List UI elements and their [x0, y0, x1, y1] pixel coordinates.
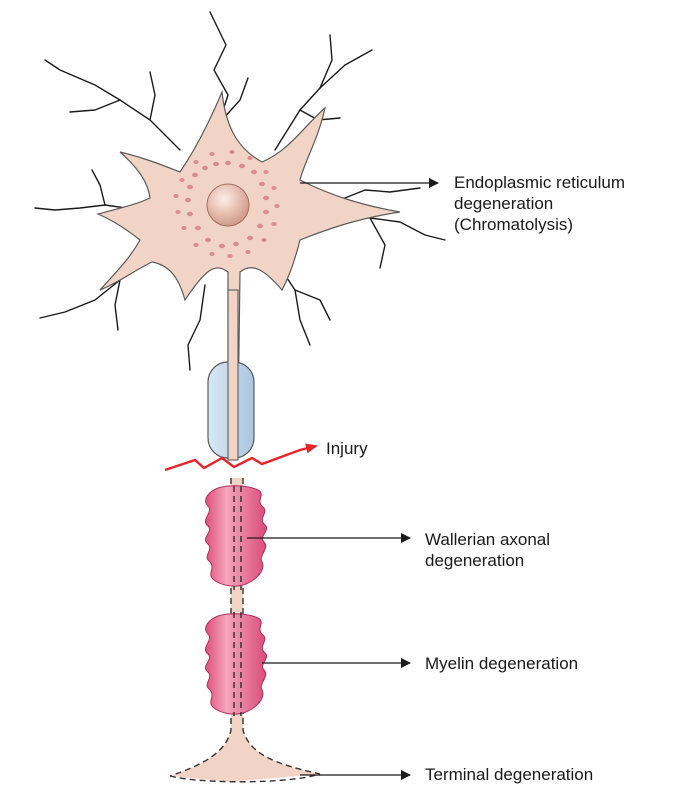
nucleus — [207, 184, 249, 226]
label-terminal-degeneration: Terminal degeneration — [425, 764, 593, 785]
proximal-axon — [228, 290, 238, 460]
label-endoplasmic-reticulum: Endoplasmic reticulum degeneration (Chro… — [454, 172, 625, 235]
label-wallerian-line-1: Wallerian axonal — [425, 529, 550, 550]
label-myelin-degeneration: Myelin degeneration — [425, 653, 578, 674]
label-er-line-1: Endoplasmic reticulum — [454, 172, 625, 193]
label-er-line-3: (Chromatolysis) — [454, 214, 625, 235]
degenerating-myelin-lower — [205, 614, 266, 714]
label-wallerian-line-2: degeneration — [425, 550, 550, 571]
label-wallerian: Wallerian axonal degeneration — [425, 529, 550, 571]
degenerating-myelin-upper — [205, 486, 266, 586]
label-er-line-2: degeneration — [454, 193, 625, 214]
label-injury: Injury — [326, 438, 368, 459]
